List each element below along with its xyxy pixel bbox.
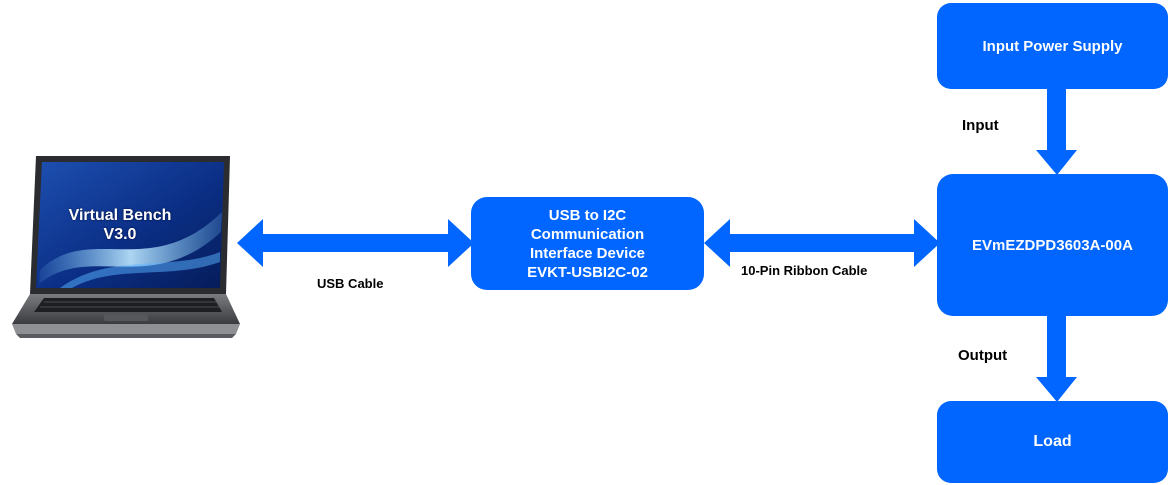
laptop-icon <box>12 156 240 338</box>
usb-i2c-line2: Communication <box>530 225 645 243</box>
output-arrow <box>1036 316 1077 402</box>
usb-cable-label: USB Cable <box>317 276 384 291</box>
usb-i2c-line4: EVKT-USBI2C-02 <box>527 263 648 281</box>
input-power-supply-box: Input Power Supply <box>937 3 1168 89</box>
load-box: Load <box>937 401 1168 483</box>
ribbon-cable-arrow <box>704 219 940 267</box>
output-label: Output <box>958 347 1008 364</box>
input-label: Input <box>962 117 999 134</box>
usb-i2c-line1: USB to I2C <box>548 206 627 224</box>
ribbon-cable-label: 10-Pin Ribbon Cable <box>741 263 868 278</box>
laptop-screen-text: Virtual Bench V3.0 <box>40 206 200 244</box>
input-arrow <box>1036 89 1077 175</box>
usb-i2c-interface-box: USB to I2C Communication Interface Devic… <box>471 197 704 290</box>
laptop-version: V3.0 <box>103 226 137 243</box>
laptop-title: Virtual Bench <box>68 207 172 224</box>
usb-i2c-line3: Interface Device <box>529 244 646 262</box>
evm-box: EVmEZDPD3603A-00A <box>937 174 1168 316</box>
usb-cable-arrow <box>237 219 474 267</box>
